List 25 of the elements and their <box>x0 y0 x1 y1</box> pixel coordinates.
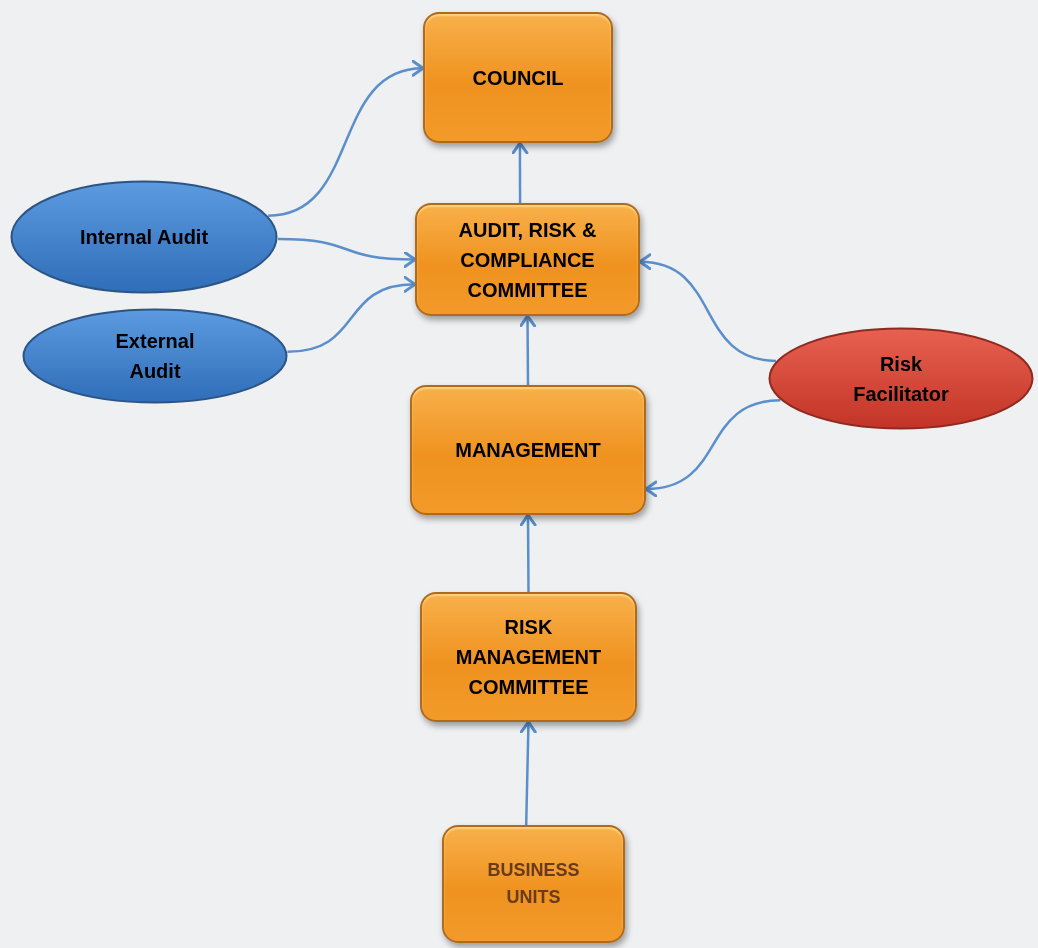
arrow <box>277 237 417 268</box>
node-label: BUSINESS UNITS <box>486 859 581 909</box>
arrow <box>519 513 537 592</box>
node-label: MANAGEMENT <box>455 438 601 463</box>
arrow <box>511 141 529 203</box>
arrow <box>287 276 417 354</box>
oval-node <box>768 327 1034 430</box>
arrow <box>638 254 777 363</box>
node-label: External Audit <box>114 329 196 384</box>
arrow <box>519 720 537 826</box>
oval-node <box>22 308 288 404</box>
process-box <box>420 592 637 722</box>
arrow <box>268 61 425 217</box>
process-box <box>423 12 613 143</box>
node-label: AUDIT, RISK & COMPLIANCE COMMITTEE <box>457 217 598 303</box>
node-label: COUNCIL <box>472 65 564 91</box>
node-label: Internal Audit <box>79 225 209 250</box>
arrow <box>519 314 537 385</box>
process-box <box>442 825 625 943</box>
node-label: Risk Facilitator <box>852 351 950 407</box>
arrow <box>644 399 781 497</box>
process-box <box>415 203 640 316</box>
node-label: RISK MANAGEMENT COMMITTEE <box>454 615 603 700</box>
oval-node <box>10 180 278 294</box>
process-box <box>410 385 646 515</box>
